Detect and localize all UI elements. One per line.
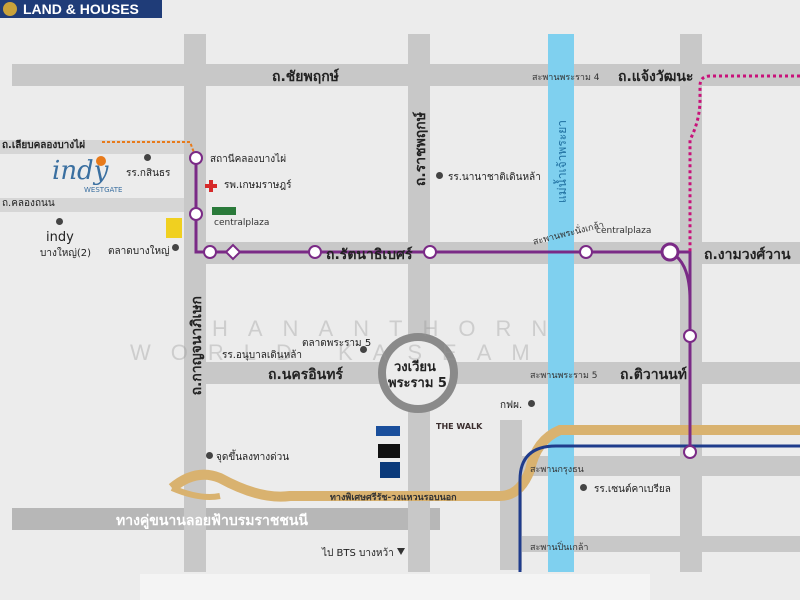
- label-river: แม่น้ำเจ้าพระยา: [555, 120, 569, 204]
- station-khlong-bangphai: [189, 151, 203, 165]
- roundabout-rama5: [378, 333, 458, 413]
- dot-jud-khuen: [206, 452, 213, 459]
- station-4: [308, 245, 322, 259]
- station-5: [423, 245, 437, 259]
- indy-logo-sub: WESTGATE: [84, 186, 123, 194]
- label-liab-khlong: ถ.เลียบคลองบางไผ่: [2, 140, 86, 151]
- road-kanchanaphisek: [184, 34, 206, 572]
- dot-st-gabriel: [580, 484, 587, 491]
- label-kanchanaphisek: ถ.กาญจนาภิเษก: [189, 296, 205, 396]
- label-ratchaphruek: ถ.ราชพฤกษ์: [413, 112, 429, 187]
- road-pin-klao: [500, 536, 800, 552]
- station-8: [683, 445, 697, 459]
- label-ngamwongwan: ถ.งามวงศ์วาน: [704, 247, 791, 263]
- dot-talad-rama5: [360, 346, 367, 353]
- brand-seal-icon: [3, 2, 17, 16]
- station-2: [189, 207, 203, 221]
- label-thewalk: THE WALK: [436, 422, 483, 431]
- label-central-plaza: centralplaza: [214, 218, 270, 228]
- watermark-line2: WORLD KASEAM: [130, 340, 550, 365]
- brand-bar: LAND & HOUSES: [0, 0, 162, 18]
- dot-indy: [56, 218, 63, 225]
- dot-kasinthon: [144, 154, 151, 161]
- label-nakhon-in: ถ.นครอินทร์: [268, 367, 343, 383]
- label-egat: กฟผ.: [500, 400, 523, 411]
- label-school-anuban: รร.อนุบาลเดินหล้า: [222, 350, 302, 361]
- label-parallel-rama: ทางคู่ขนานลอยฟ้าบรมราชชนนี: [116, 513, 308, 529]
- road-liab-khlong: [0, 140, 190, 154]
- pink-dotted-line: [688, 74, 800, 252]
- watermark-line1: HANANTHORN: [212, 316, 568, 341]
- label-jud-khuen: จุดขึ้นลงทางด่วน: [216, 452, 290, 463]
- road-chaiyaphruek: [12, 64, 800, 86]
- label-bridge-krung-thon: สะพานกรุงธน: [530, 465, 584, 475]
- label-school-nanachat: รร.นานาชาติเดินหล้า: [448, 172, 541, 183]
- triangle-down-icon: [397, 548, 405, 555]
- station-interchange: [660, 242, 680, 262]
- label-chaiyaphruek: ถ.ชัยพฤกษ์: [272, 69, 339, 85]
- dot-egat: [528, 400, 535, 407]
- label-indy: indy: [46, 230, 74, 245]
- label-hospital: รพ.เกษมราษฎร์: [224, 180, 292, 191]
- station-7: [683, 329, 697, 343]
- hw-logo-icon: [380, 462, 400, 478]
- homepro-logo-icon: [376, 426, 400, 436]
- label-roundabout-1: วงเวียน: [394, 360, 436, 375]
- label-bridge-pin-klao: สะพานปิ่นเกล้า: [530, 543, 589, 553]
- dot-talad-bangyai: [172, 244, 179, 251]
- label-bts: ไป BTS บางหว้า: [322, 548, 394, 559]
- label-station-khlong-bangphai: สถานีคลองบางไผ่: [210, 154, 287, 165]
- orange-dotted-line: [102, 141, 197, 159]
- label-talad-rama5: ตลาดพระราม 5: [302, 338, 372, 349]
- road-khlong-thanon: [0, 198, 190, 212]
- hospital-cross-icon: [205, 180, 217, 192]
- label-khlong-thanon: ถ.คลองถนน: [2, 198, 55, 209]
- station-3: [203, 245, 217, 259]
- purple-line: [194, 158, 692, 452]
- interchange-diamond-icon: [224, 243, 242, 261]
- dot-nanachat: [436, 172, 443, 179]
- label-chaengwattana: ถ.แจ้งวัฒนะ: [618, 69, 694, 85]
- label-bridge-rama5: สะพานพระราม 5: [530, 371, 598, 381]
- label-central-plaza-2: centralplaza: [596, 226, 652, 236]
- brand-name: LAND & HOUSES: [23, 1, 139, 17]
- expressway-line: [168, 425, 800, 502]
- makro-logo-icon: [166, 218, 182, 238]
- indy-location-icon: [96, 156, 106, 166]
- road-nakhon-in: [190, 362, 800, 384]
- store-logo-icon: [378, 444, 400, 458]
- expressway-ramp: [170, 485, 221, 500]
- blue-line: [518, 444, 800, 572]
- label-school-kasinthon: รร.กสินธร: [126, 168, 171, 179]
- label-roundabout-2: พระราม 5: [388, 376, 447, 391]
- label-talad-bangyai: ตลาดบางใหญ่: [108, 246, 170, 257]
- river-chao-phraya: [548, 34, 574, 572]
- station-6: [579, 245, 593, 259]
- ikea-logo-icon: [212, 207, 236, 215]
- label-indy-sub: บางใหญ่(2): [40, 248, 92, 259]
- label-tiwanon: ถ.ติวานนท์: [620, 367, 687, 383]
- road-bridge-krung-thon: [500, 456, 800, 476]
- road-parallel-rama: [12, 508, 440, 530]
- road-ratchaphruek: [408, 34, 430, 572]
- label-expressway: ทางพิเศษศรีรัช-วงแหวนรอบนอก: [330, 493, 457, 503]
- label-bridge-rama4: สะพานพระราม 4: [532, 73, 600, 83]
- label-school-st-gabriel: รร.เซนต์คาเบรียล: [594, 484, 671, 495]
- label-rattanathibet: ถ.รัตนาธิเบศร์: [326, 247, 413, 263]
- footer-bar: [140, 574, 650, 600]
